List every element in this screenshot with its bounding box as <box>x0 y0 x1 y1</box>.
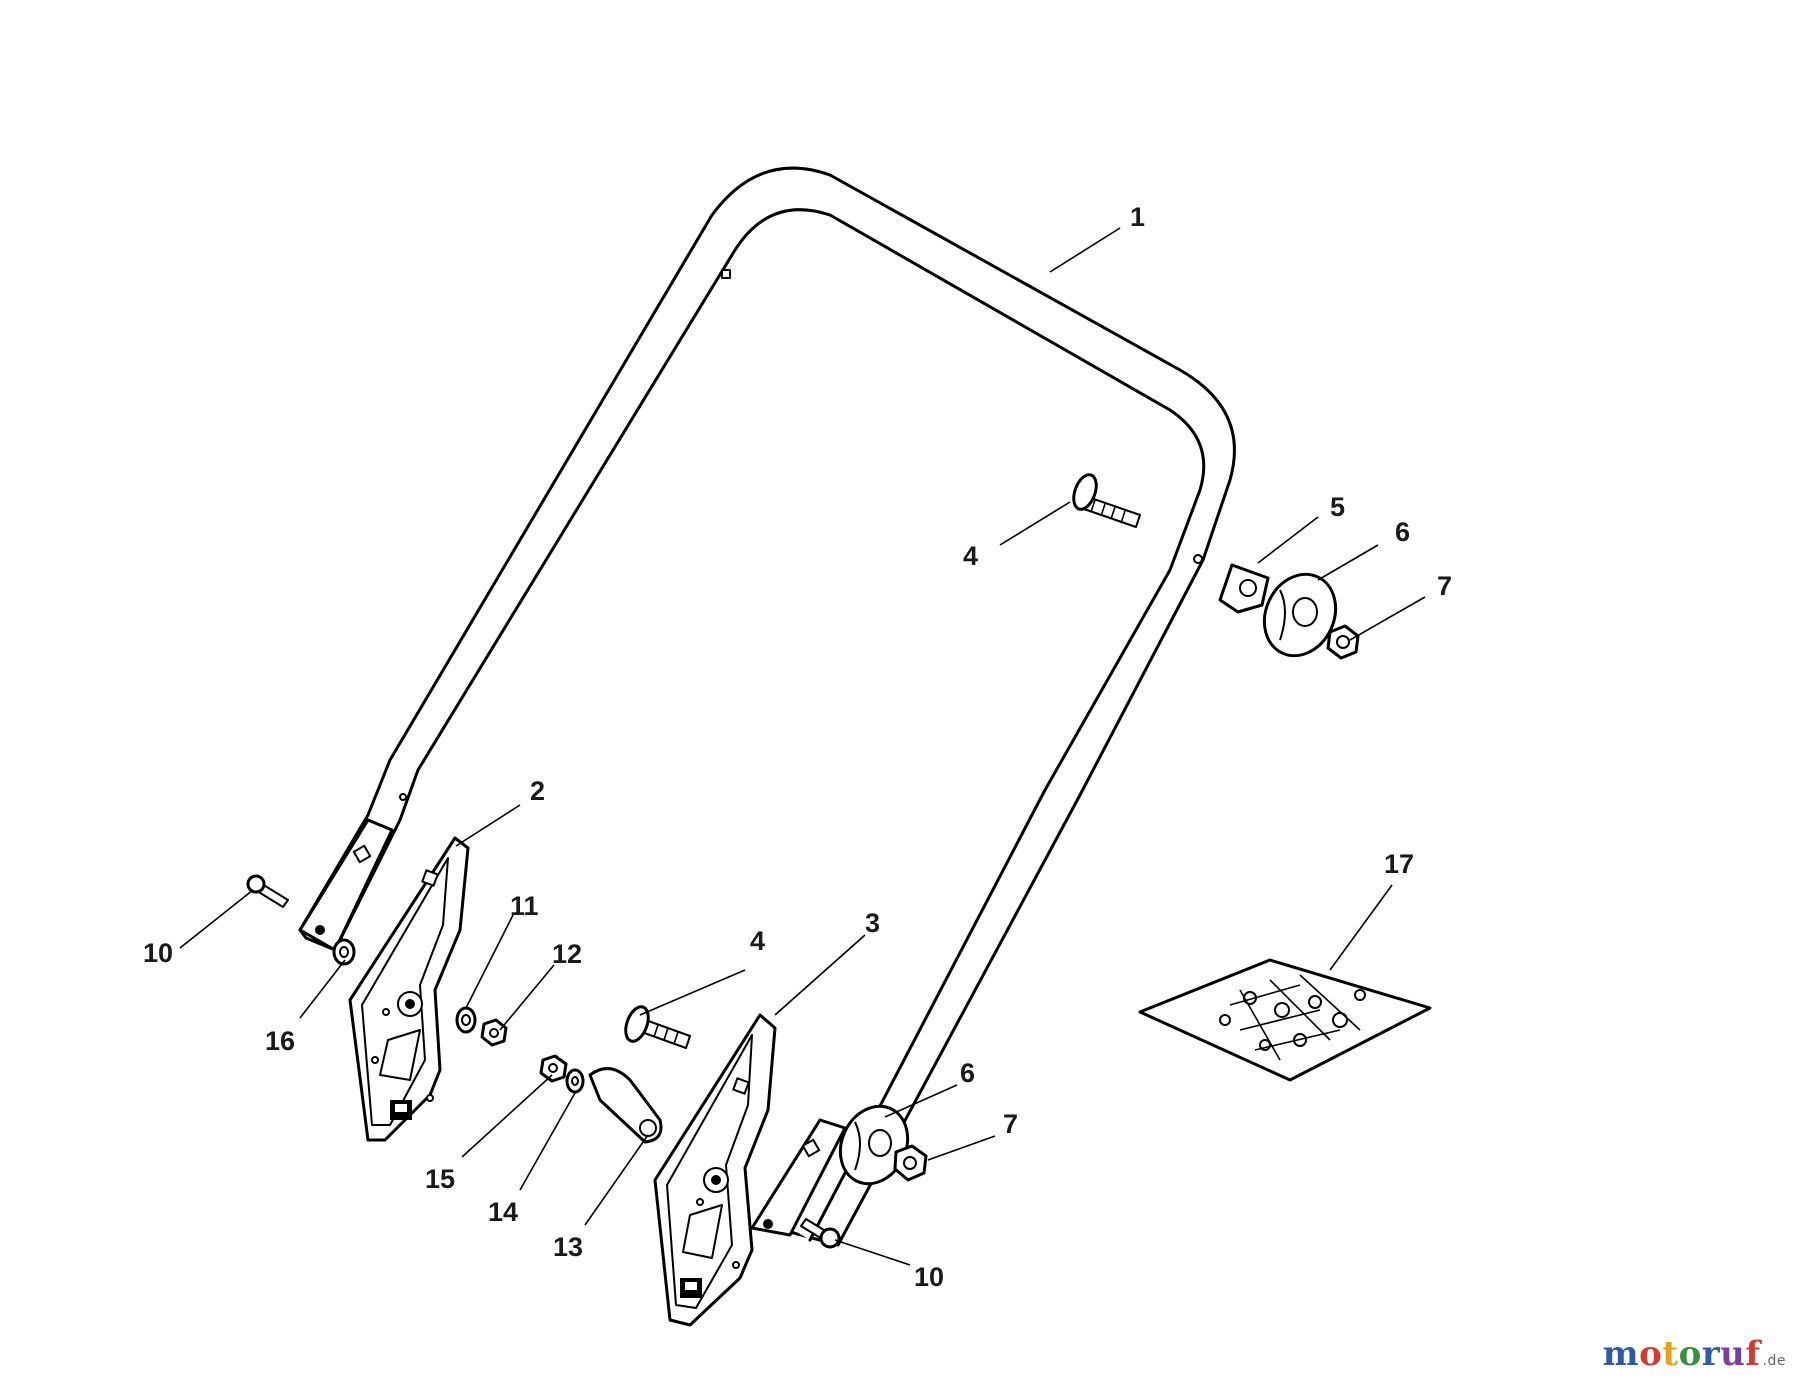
watermark-text: motoruf <box>1603 1334 1761 1374</box>
callout-7-upper: 7 <box>1437 571 1452 601</box>
watermark-letter: m <box>1602 1334 1640 1374</box>
knob-lower <box>838 1104 910 1186</box>
callout-10-right: 10 <box>914 1262 944 1292</box>
callout-4-upper: 4 <box>963 541 978 571</box>
callout-4-lower: 4 <box>750 926 765 956</box>
callout-6-lower: 6 <box>960 1058 975 1088</box>
watermark-letter: t <box>1662 1334 1679 1374</box>
callout-7-lower: 7 <box>1003 1109 1018 1139</box>
callout-12: 12 <box>552 939 582 969</box>
watermark-logo: motoruf.de <box>1603 1334 1786 1374</box>
washer-11 <box>455 1006 477 1034</box>
hardware-bag <box>1138 958 1432 1082</box>
callout-1: 1 <box>1130 202 1145 232</box>
watermark-letter: f <box>1745 1334 1761 1374</box>
nut-upper <box>1326 624 1360 660</box>
cam-piece <box>1218 563 1270 614</box>
callout-11: 11 <box>510 891 539 921</box>
screw-right <box>800 1218 841 1249</box>
callout-6-upper: 6 <box>1395 517 1410 547</box>
nut-15 <box>539 1054 568 1083</box>
callout-15: 15 <box>425 1164 455 1194</box>
callout-17: 17 <box>1384 849 1414 879</box>
callout-labels: 1 2 3 4 4 5 6 6 7 7 10 10 11 12 13 14 15… <box>143 202 1452 1292</box>
handle-bar <box>298 166 1236 1247</box>
washer-14 <box>565 1068 585 1094</box>
nut-lower <box>893 1144 928 1182</box>
screw-left <box>246 874 289 908</box>
callout-2: 2 <box>530 776 545 806</box>
carriage-bolt-upper <box>1072 473 1141 528</box>
callout-16: 16 <box>265 1026 295 1056</box>
callout-14: 14 <box>488 1197 518 1227</box>
knob-upper <box>1262 572 1338 658</box>
watermark-letter: r <box>1701 1334 1721 1374</box>
washer-16 <box>332 938 356 966</box>
callout-3: 3 <box>865 908 880 938</box>
left-bracket-plate <box>348 836 470 1142</box>
carriage-bolt-lower <box>624 1005 691 1049</box>
watermark-letter: o <box>1678 1334 1702 1374</box>
watermark-letter: u <box>1720 1334 1746 1374</box>
callout-10-left: 10 <box>143 938 173 968</box>
leader-lines <box>179 227 1426 1266</box>
callout-13: 13 <box>553 1232 583 1262</box>
callout-5: 5 <box>1330 492 1345 522</box>
nut-12 <box>480 1018 508 1047</box>
watermark-letter: o <box>1639 1334 1663 1374</box>
right-bracket-plate <box>653 1013 777 1327</box>
watermark-suffix: .de <box>1762 1353 1786 1369</box>
